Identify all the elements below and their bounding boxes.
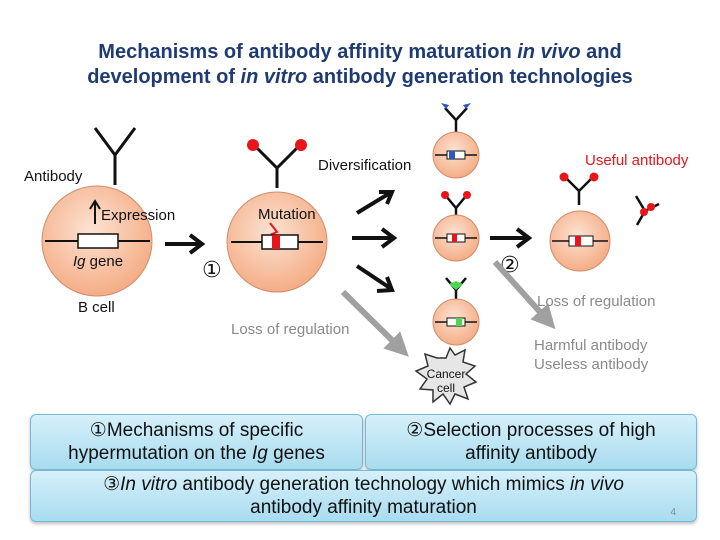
slide-title: Mechanisms of antibody affinity maturati… xyxy=(0,40,720,90)
red-tip-icon xyxy=(589,172,599,182)
arrow-right-icon xyxy=(165,233,206,255)
loss-of-regulation-label-1: Loss of regulation xyxy=(231,321,349,338)
diversified-cell-blue-group xyxy=(432,103,480,179)
page-number: 4 xyxy=(670,507,676,518)
loss-of-regulation-label-2: Loss of regulation xyxy=(537,293,655,310)
expression-label: Expression xyxy=(101,207,175,224)
step1-marker: ① xyxy=(202,257,222,282)
red-tip-icon xyxy=(441,191,449,199)
antibody-blue-tip-icon xyxy=(444,107,468,132)
harmful-antibody-label: Harmful antibody xyxy=(534,337,648,354)
arrow-up-right-icon xyxy=(355,190,395,215)
cancer-cell-group: Cancer cell xyxy=(414,346,478,406)
arrow-right-icon xyxy=(490,227,533,249)
antibody-label: Antibody xyxy=(24,168,83,185)
useful-antibody-label: Useful antibody xyxy=(585,152,689,169)
blue-tip-icon xyxy=(441,103,471,109)
title-line-1: Mechanisms of antibody affinity maturati… xyxy=(98,41,622,63)
antibody-icon xyxy=(564,176,594,205)
antibody-icon xyxy=(93,127,137,185)
cancer-cell-shape xyxy=(414,346,478,406)
cancer-cell-label: Cancer xyxy=(427,367,466,381)
antibody-red-tip-icon xyxy=(445,195,467,217)
mutation-mark xyxy=(272,235,280,249)
diversified-cell-green-group xyxy=(432,277,480,346)
red-tip-icon xyxy=(463,191,471,199)
gray-arrow-to-harmful xyxy=(492,259,556,330)
arrow-right-icon xyxy=(352,227,398,249)
red-tip-icon xyxy=(559,172,569,182)
arrow-down-right-icon xyxy=(355,264,395,293)
selected-cell-group xyxy=(549,172,611,272)
expression-arrow-icon xyxy=(89,199,101,224)
b-cell-group: Antibody Expression Ig gene B cell xyxy=(24,127,175,316)
selection-box: ②Selection processes of high affinity an… xyxy=(365,414,697,470)
secreted-antibody-icon xyxy=(634,195,660,226)
diversified-cell-red-group xyxy=(432,191,480,262)
gray-arrow-to-cancer xyxy=(340,289,409,357)
mutation-mark xyxy=(575,236,581,246)
green-tip-icon xyxy=(449,281,463,290)
title-line-2: development of in vitro antibody generat… xyxy=(87,66,633,88)
ig-gene-segment xyxy=(77,233,119,249)
mutation-label: Mutation xyxy=(258,206,316,223)
mutation-mark xyxy=(449,151,455,159)
b-cell-label: B cell xyxy=(78,299,115,316)
in-vitro-technology-box: ③In vitro antibody generation technology… xyxy=(30,470,697,522)
mutation-dot xyxy=(247,139,259,151)
ig-gene-label: Ig gene xyxy=(73,253,123,270)
mutation-dot xyxy=(295,139,307,151)
ig-gene-segment xyxy=(446,150,466,160)
mutation-mark xyxy=(456,318,462,326)
mutation-cell-group: Mutation xyxy=(226,139,328,293)
diversification-label: Diversification xyxy=(318,157,411,174)
cancer-cell-label: cell xyxy=(437,381,455,395)
useless-antibody-label: Useless antibody xyxy=(534,356,649,373)
mutated-antibody-icon xyxy=(253,144,301,188)
hypermutation-box: ①Mechanisms of specific hypermutation on… xyxy=(30,414,363,470)
mutation-mark xyxy=(452,234,457,242)
